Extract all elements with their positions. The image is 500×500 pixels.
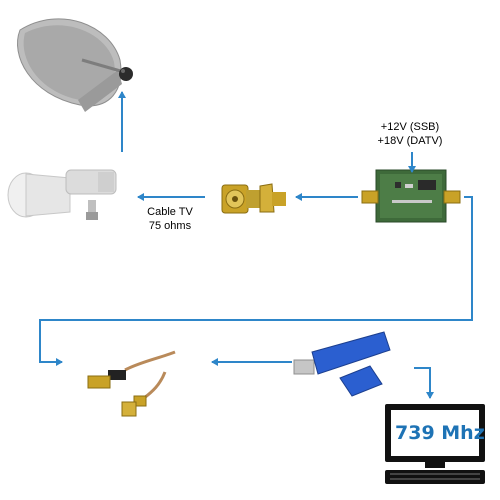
cable-impedance-label: 75 ohms: [148, 220, 192, 232]
power-ssb-label: +12V (SSB): [380, 121, 440, 133]
rtl-sdr-dongle-icon: [293, 331, 391, 397]
monitor-frequency-readout: 739 Mhz: [395, 422, 485, 444]
monitor-keyboard-icon: [385, 404, 485, 484]
arrow-to-monitor: [414, 367, 434, 399]
lnb-icon: [7, 169, 117, 220]
arrow-board-to-pigtail: [39, 196, 473, 366]
satellite-dish-icon: [17, 18, 133, 112]
cable-type-label: Cable TV: [147, 206, 193, 218]
bias-tee-board-icon: [361, 169, 461, 223]
sma-pigtail-cable-icon: [87, 350, 176, 417]
f-connector-adapter-icon: [221, 183, 286, 214]
power-datv-label: +18V (DATV): [377, 135, 443, 147]
